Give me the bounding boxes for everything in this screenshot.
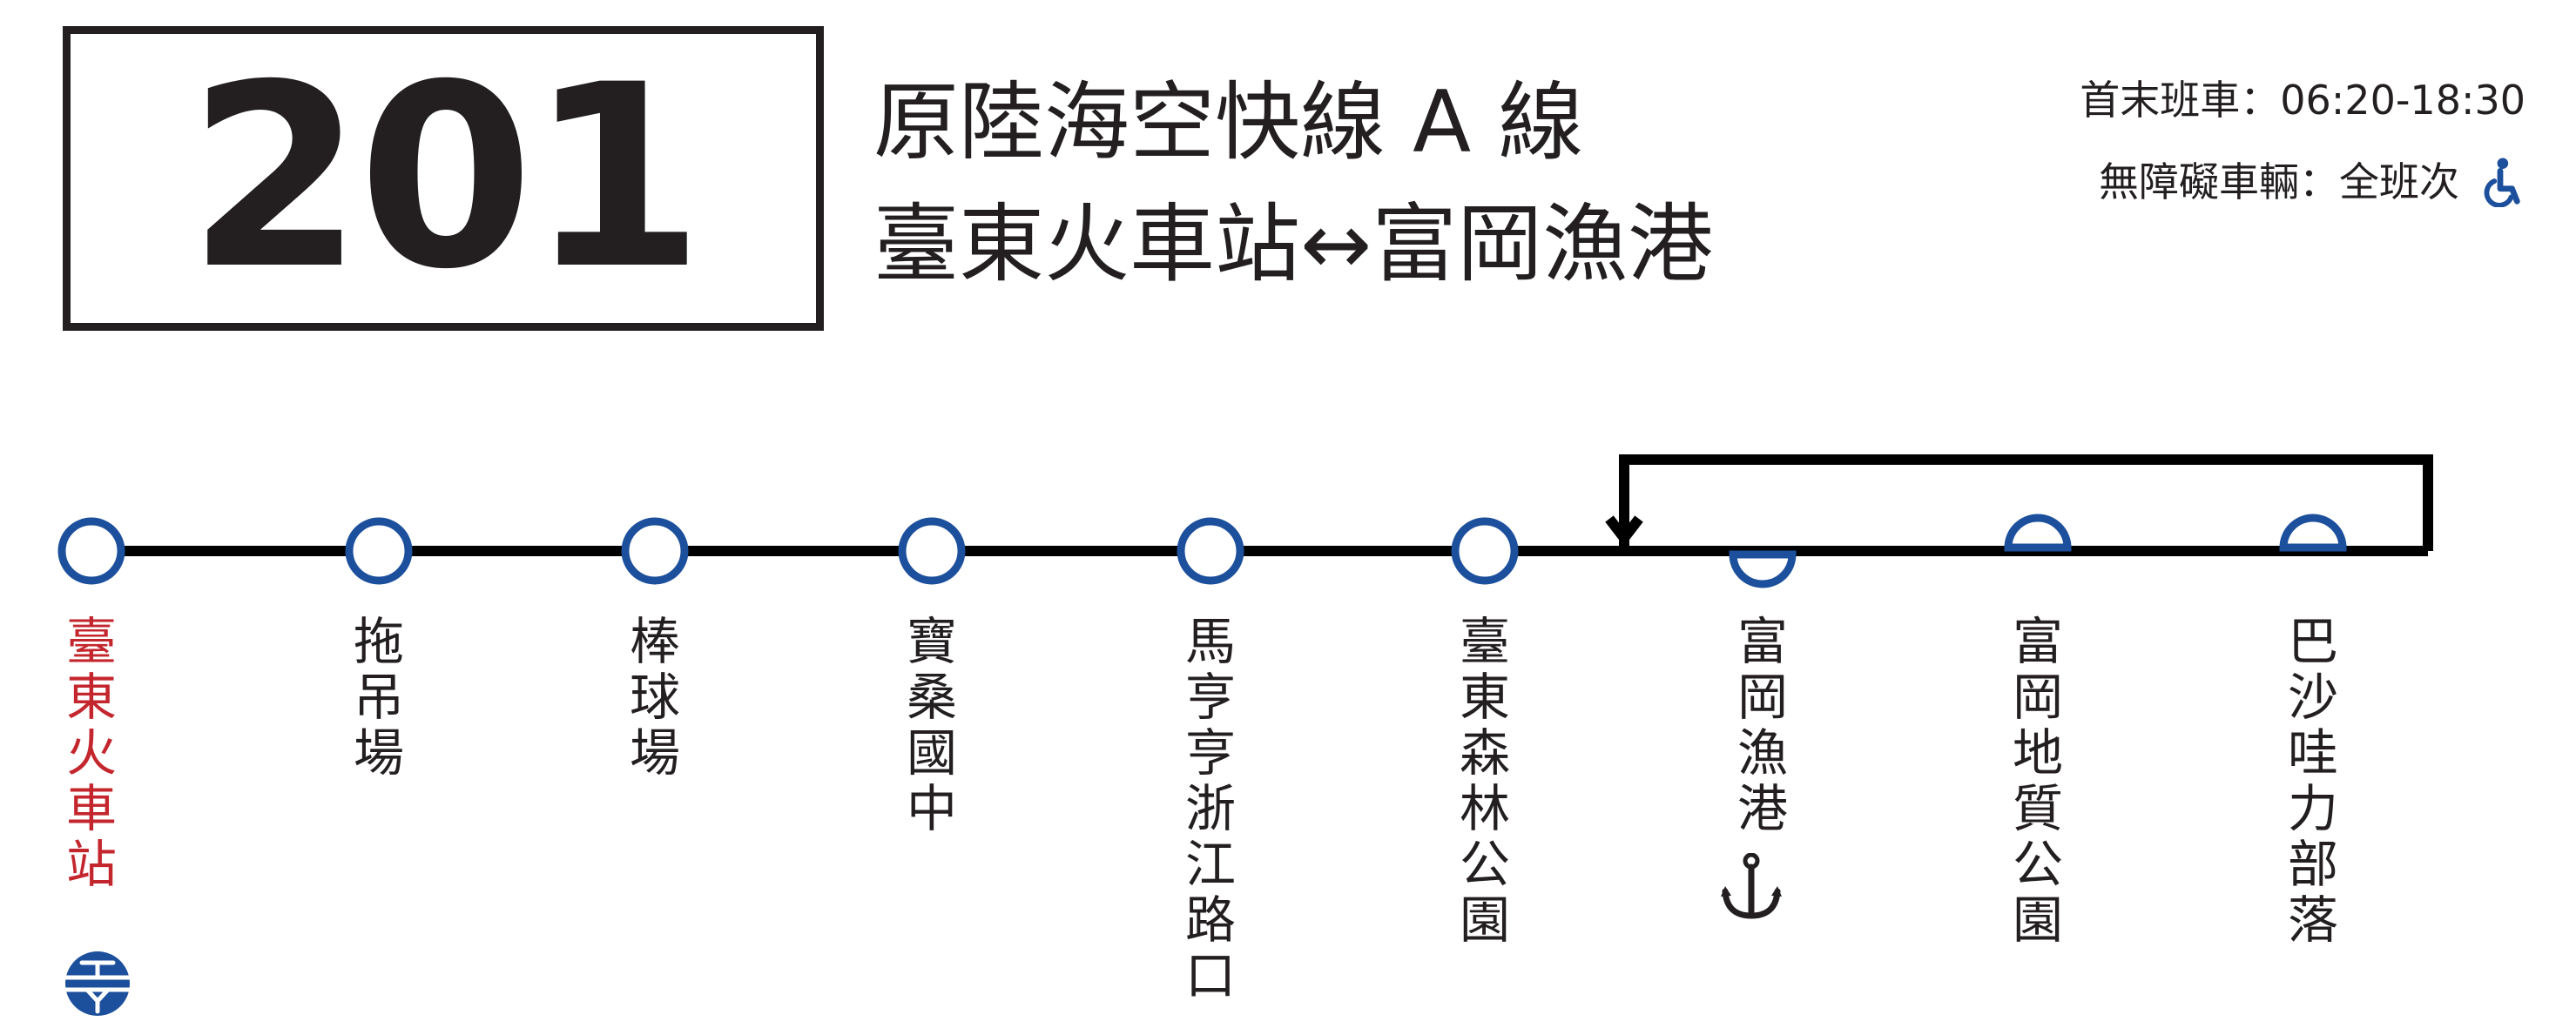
stop-label: 棒球場 xyxy=(629,612,680,783)
stop-label: 巴沙哇力部落 xyxy=(2287,612,2338,950)
accessible-service-label: 無障礙車輛：全班次 xyxy=(2099,158,2459,205)
wheelchair-icon xyxy=(2484,158,2520,207)
stop-marker xyxy=(1177,517,1244,585)
accessible-service: 無障礙車輛：全班次 xyxy=(2099,157,2525,207)
stop-marker xyxy=(898,517,966,585)
stop-marker xyxy=(345,517,413,585)
stop-label: 富岡地質公園 xyxy=(2012,612,2063,950)
route-number: 201 xyxy=(187,31,704,325)
stop-label: 拖吊場 xyxy=(353,612,404,783)
stop-marker xyxy=(2004,514,2072,552)
stop-marker xyxy=(57,517,125,585)
service-hours: 首末班車：06:20-18:30 xyxy=(2080,77,2525,124)
stop-markers xyxy=(57,514,2347,588)
stop-marker xyxy=(1729,550,1797,588)
stop-label: 寶桑國中 xyxy=(906,612,957,838)
stop-label: 臺東森林公園 xyxy=(1459,612,1510,950)
stop-label: 富岡漁港 xyxy=(1736,612,1788,838)
stop-marker xyxy=(2279,514,2347,552)
train-station-icon xyxy=(63,949,132,1022)
stop-label: 馬亨亨浙江路口 xyxy=(1184,612,1236,1005)
stop-label: 臺東火車站 xyxy=(65,612,117,894)
loop-line xyxy=(1619,454,2433,551)
route-number-box: 201 xyxy=(63,26,824,331)
stop-marker xyxy=(621,517,689,585)
anchor-icon xyxy=(1720,852,1783,926)
route-name: 原陸海空快線 A 線 xyxy=(873,73,1584,172)
route-terminals: 臺東火車站↔富岡漁港 xyxy=(873,195,1714,294)
stop-marker xyxy=(1451,517,1519,585)
loop-direction-arrow xyxy=(1605,515,1643,547)
